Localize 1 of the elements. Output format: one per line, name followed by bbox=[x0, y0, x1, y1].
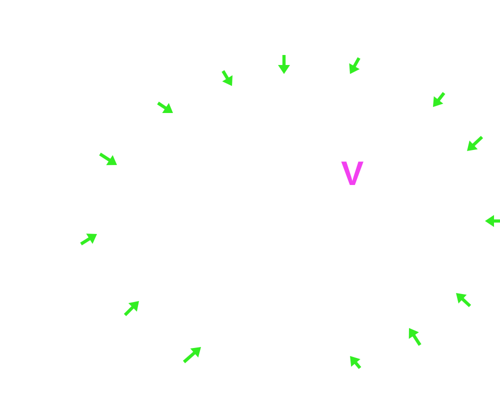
letter-label: V bbox=[341, 157, 364, 191]
